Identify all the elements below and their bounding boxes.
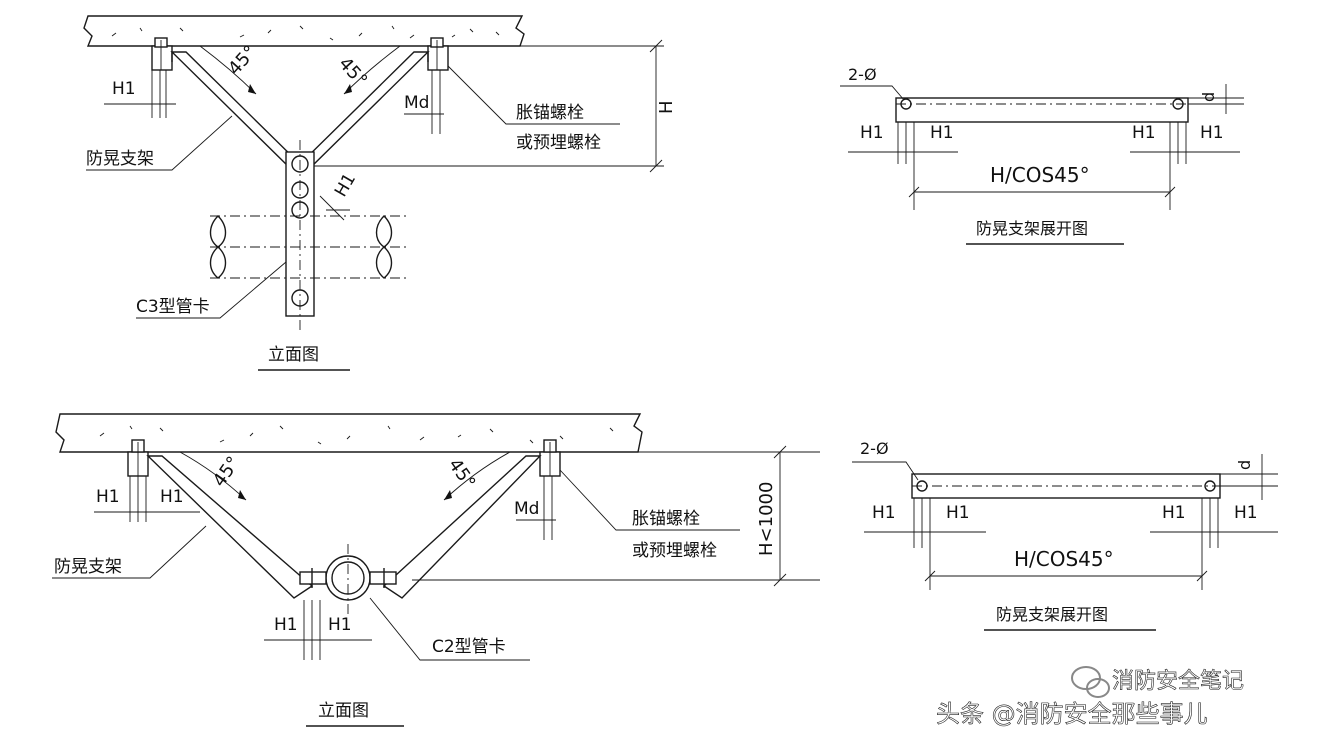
bottom-slab-hatch	[99, 425, 614, 445]
bottom-anchor-line1: 胀锚螺栓	[632, 509, 700, 529]
top-elevation: 45° 45° H1 Md 胀锚螺栓 或预埋螺栓 H H1 防晃支架 C3型管卡	[83, 15, 677, 371]
top-unfold-h1-a: H1	[860, 123, 884, 143]
bottom-unfold-h1-b: H1	[946, 503, 970, 523]
bottom-h: H<1000	[756, 482, 777, 556]
top-unfold-holes: 2-Ø	[848, 65, 877, 84]
top-brace-label: 防晃支架	[86, 149, 154, 169]
bottom-unfold-length: H/COS45°	[1014, 547, 1114, 571]
bottom-clamp-label: C2型管卡	[432, 637, 506, 657]
bottom-unfold-h1-a: H1	[872, 503, 896, 523]
bottom-brace-label: 防晃支架	[54, 557, 122, 577]
top-unfold-h1-c: H1	[1132, 123, 1156, 143]
bottom-h1-c: H1	[274, 615, 298, 635]
top-angle-left: 45°	[224, 42, 261, 80]
top-anchor-line1: 胀锚螺栓	[516, 103, 584, 123]
wechat-icon	[1071, 666, 1110, 698]
top-h: H	[656, 100, 677, 114]
top-unfold-h1-d: H1	[1200, 123, 1224, 143]
bottom-h1-d: H1	[328, 615, 352, 635]
bottom-angle-left: 45°	[209, 453, 245, 491]
bottom-view-title: 立面图	[318, 701, 369, 721]
bottom-anchor-line2: 或预埋螺栓	[632, 541, 717, 561]
top-unfold-bar	[895, 97, 1189, 123]
top-unfold-d: d	[1199, 92, 1218, 102]
bottom-unfold-h1-d: H1	[1234, 503, 1258, 523]
top-angle-right: 45°	[334, 53, 371, 91]
bottom-unfold-h1-c: H1	[1162, 503, 1186, 523]
top-unfold-h1-b: H1	[930, 123, 954, 143]
bottom-h1-a: H1	[96, 487, 120, 507]
top-anchor-line2: 或预埋螺栓	[516, 133, 601, 153]
top-right-plate	[427, 45, 449, 71]
bottom-unfold-holes: 2-Ø	[860, 439, 889, 458]
top-left-plate	[151, 45, 173, 71]
bottom-unfold: 2-Ø d H1 H1 H1 H1 H/COS45° 防晃支架展开图	[852, 439, 1278, 631]
bottom-angle-right: 45°	[444, 455, 480, 493]
top-slab-hatch	[111, 25, 500, 41]
top-unfold: 2-Ø d H1 H1 H1 H1 H/COS45° 防晃支架展开图	[840, 65, 1244, 245]
bottom-unfold-title: 防晃支架展开图	[996, 605, 1108, 624]
bottom-md: Md	[514, 499, 539, 519]
top-unfold-title: 防晃支架展开图	[976, 219, 1088, 238]
top-slab	[83, 15, 525, 47]
top-md: Md	[404, 93, 429, 113]
top-h1-left: H1	[112, 79, 136, 99]
watermark-account: 消防安全笔记	[1112, 669, 1244, 694]
bottom-h1-b: H1	[160, 487, 184, 507]
top-clamp-label: C3型管卡	[136, 297, 210, 317]
top-unfold-length: H/COS45°	[990, 163, 1090, 187]
bottom-unfold-d: d	[1235, 460, 1254, 470]
bottom-elevation: 45° 45° H1 H1 H1 H1 Md 胀锚螺栓 或预埋螺栓 H<1000	[52, 413, 820, 727]
watermark-credit: 头条 @消防安全那些事儿	[936, 700, 1208, 728]
top-h1-pipe: H1	[331, 170, 360, 200]
top-view-title: 立面图	[268, 345, 319, 365]
watermark: 消防安全笔记 头条 @消防安全那些事儿	[936, 666, 1244, 728]
